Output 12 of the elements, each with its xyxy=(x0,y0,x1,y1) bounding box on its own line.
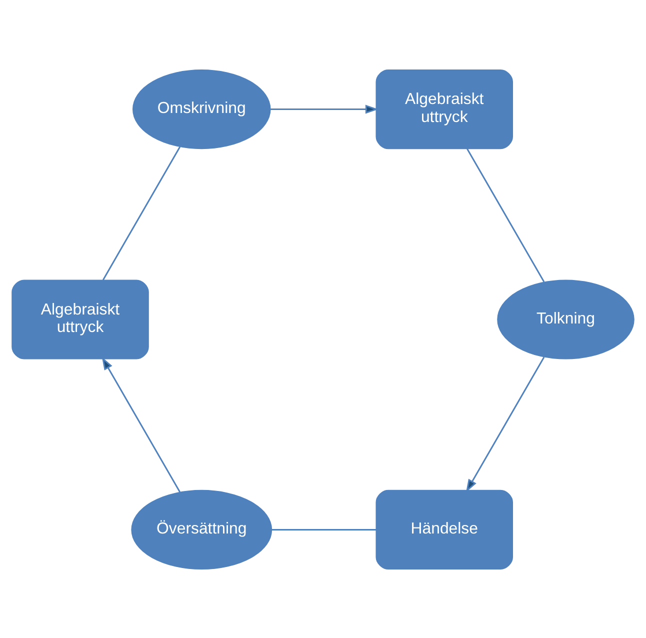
arrow xyxy=(102,356,181,492)
node-ellipse: Omskrivning xyxy=(132,68,271,149)
connector xyxy=(271,528,376,530)
arrow xyxy=(270,104,378,114)
connector xyxy=(102,146,181,280)
node-box: Algebraiskt uttryck xyxy=(376,68,514,149)
arrow xyxy=(466,356,545,492)
node-ellipse: Översättning xyxy=(131,489,272,570)
connector xyxy=(466,148,545,282)
node-ellipse: Tolkning xyxy=(497,279,634,359)
node-box: Händelse xyxy=(376,489,514,570)
node-box: Algebraiskt uttryck xyxy=(12,279,149,359)
